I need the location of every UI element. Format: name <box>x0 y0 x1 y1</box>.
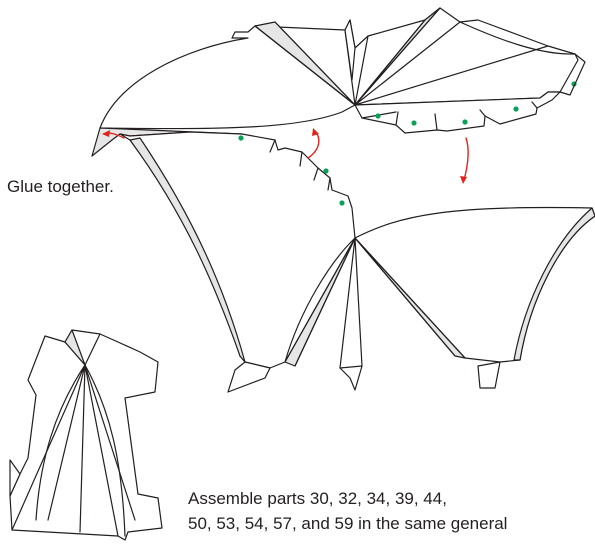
arrow-middle-head <box>312 128 319 136</box>
glue-dot <box>513 106 519 112</box>
glue-together-label: Glue together. <box>7 177 114 196</box>
upper-center-tab <box>344 19 356 81</box>
middle-right-dish <box>354 206 595 363</box>
assembled-model <box>9 329 163 541</box>
middle-bottom-tab <box>339 365 363 391</box>
assembled-side-tab <box>9 459 21 497</box>
glue-dot <box>462 119 468 125</box>
middle-left-foot-tab <box>227 361 271 393</box>
middle-piece <box>119 131 595 393</box>
glue-dot <box>375 113 381 119</box>
arrow-right-curve <box>463 137 469 181</box>
assembly-instruction-line-2: 50, 53, 54, 57, and 59 in the same gener… <box>188 514 508 533</box>
assembled-outline <box>9 329 163 541</box>
upper-right-edge-tabs <box>559 53 586 96</box>
assembled-fold-lines <box>11 333 136 537</box>
glue-dot <box>339 200 345 206</box>
upper-tab-chain <box>354 91 561 134</box>
middle-right-foot-tab <box>477 361 501 389</box>
glue-dot <box>238 135 244 141</box>
glue-dot <box>323 168 329 174</box>
middle-tab-dividers <box>269 139 331 191</box>
arrow-right-head <box>460 176 467 184</box>
assembled-fold-left <box>64 329 86 366</box>
upper-right-rim <box>459 21 576 55</box>
assembled-seam-left <box>35 364 86 521</box>
middle-fold-lines <box>284 237 466 369</box>
upper-piece <box>91 7 586 157</box>
middle-right-rim <box>513 207 595 361</box>
arrow-left-head <box>102 130 110 137</box>
glue-dot <box>411 120 417 126</box>
assembled-seam-right <box>84 364 126 537</box>
assembly-instruction-line-1: Assemble parts 30, 32, 34, 39, 44, <box>188 489 447 508</box>
